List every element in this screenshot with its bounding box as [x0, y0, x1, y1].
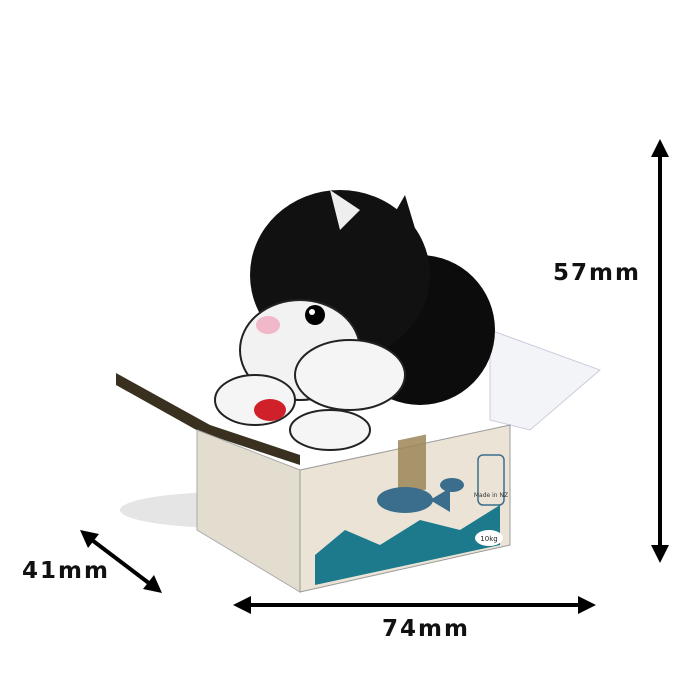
fish-icon [377, 487, 433, 513]
box-left-flap [116, 373, 300, 465]
made-in-label: Made in NZ [474, 492, 508, 499]
cat-figure [214, 190, 495, 451]
box-tape [398, 434, 426, 496]
depth-label: 41mm [22, 558, 110, 584]
height-arrow [651, 139, 669, 563]
depth-arrow [80, 530, 162, 593]
weight-label: 10kg [480, 535, 497, 543]
box-wave-band [315, 505, 500, 585]
width-arrow [233, 596, 596, 614]
nz-map-badge [477, 454, 505, 506]
box-right-flap [489, 329, 601, 431]
cat-eye [305, 305, 325, 325]
height-label: 57mm [553, 260, 641, 286]
width-label: 74mm [382, 616, 470, 642]
red-bow [254, 399, 286, 421]
